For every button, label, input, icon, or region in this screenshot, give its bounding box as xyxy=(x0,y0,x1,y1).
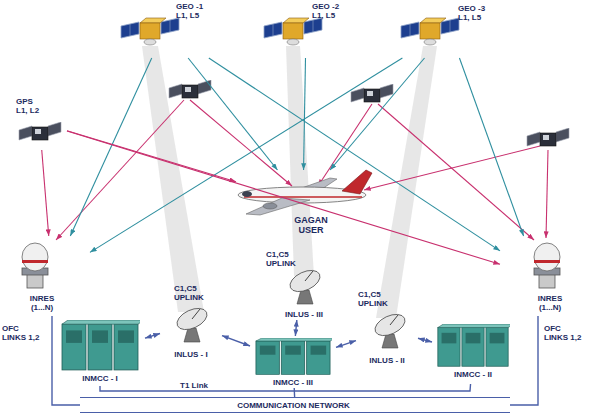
node-label: C1,C5 UPLINK xyxy=(358,290,398,308)
node-label: C1,C5 UPLINK xyxy=(266,250,306,268)
control-centre-node: INMCC - II xyxy=(432,322,514,384)
control-centre-node: INMCC - III xyxy=(250,336,336,388)
node-label: GPS xyxy=(16,97,56,106)
link-label: T1 Link xyxy=(180,381,240,390)
node-label: GEO -1 xyxy=(176,2,210,11)
gps-satellite xyxy=(527,128,569,146)
control-centre-node: INMCC - I xyxy=(55,318,145,386)
link-label: OFC LINKS 1,2 xyxy=(2,324,44,342)
aircraft xyxy=(238,170,372,215)
uplink-dish xyxy=(287,266,324,304)
ground-link xyxy=(336,341,356,348)
node-label: INLUS - III xyxy=(274,310,334,319)
geo-satellite xyxy=(121,18,179,45)
network-band: COMMUNICATION NETWORK xyxy=(80,397,510,413)
reference-station xyxy=(22,243,48,288)
node-label: INRES (1...N) xyxy=(18,294,66,312)
node-label: C1,C5 UPLINK xyxy=(174,284,214,302)
gps-signal xyxy=(364,146,540,190)
geo-satellite-node: GEO -3L1, L5 xyxy=(398,0,500,58)
ground-link xyxy=(52,316,80,405)
node-label: INMCC - III xyxy=(250,378,336,387)
ground-link xyxy=(294,388,296,397)
ground-link xyxy=(510,316,538,405)
link-label: OFC LINKS 1,2 xyxy=(544,324,586,342)
signal-link xyxy=(67,131,500,264)
uplink-dish xyxy=(174,304,211,342)
ground-link xyxy=(295,320,296,336)
aircraft-wing xyxy=(246,198,310,215)
signal-link xyxy=(188,58,277,170)
node-label: L1, L5 xyxy=(458,13,498,22)
uplink-station-node: C1,C5 UPLINK INLUS - II xyxy=(356,290,418,370)
geo-satellite-node: GEO -2L1, L5 xyxy=(262,0,350,58)
reference-station-node: INRES (1...N) xyxy=(500,236,576,316)
ground-link xyxy=(418,338,432,342)
control-centre-rack xyxy=(438,324,514,366)
node-label: INLUS - II xyxy=(356,356,418,365)
gps-signal xyxy=(546,150,548,238)
geo-satellite xyxy=(401,18,459,45)
geo-satellite xyxy=(264,18,322,45)
node-label: COMMUNICATION NETWORK xyxy=(80,401,507,410)
signal-link xyxy=(90,58,402,252)
node-label: L1, L2 xyxy=(16,106,56,115)
signal-link xyxy=(70,58,151,236)
ground-link xyxy=(222,336,250,346)
signal-link xyxy=(330,58,425,170)
gps-satellite-node: GPSL1, L2 xyxy=(12,95,67,150)
node-label: GEO -2 xyxy=(312,2,348,11)
control-centre-rack xyxy=(62,320,144,370)
uplink-beam xyxy=(286,46,314,276)
node-label: INRES (1...N) xyxy=(526,294,574,312)
gps-signal xyxy=(56,100,184,240)
uplink-station-node: C1,C5 UPLINK INLUS - I xyxy=(160,284,222,364)
node-label: INMCC - II xyxy=(432,370,514,379)
uplink-dish xyxy=(372,310,409,348)
signal-link xyxy=(209,58,500,251)
signal-link xyxy=(459,58,523,236)
ground-link xyxy=(145,334,160,339)
aircraft-cockpit xyxy=(242,191,252,197)
node-label: L1, L5 xyxy=(176,11,210,20)
aircraft-stripe xyxy=(244,196,362,197)
user-aircraft-node: GAGAN USER xyxy=(236,170,370,234)
signal-link xyxy=(42,150,49,236)
reference-station xyxy=(534,243,560,288)
node-label: L1, L5 xyxy=(312,11,348,20)
gps-satellite xyxy=(19,122,61,140)
uplink-station-node: C1,C5 UPLINK INLUS - III xyxy=(266,250,334,320)
signal-link xyxy=(304,58,306,170)
node-label: INLUS - I xyxy=(160,350,222,359)
aircraft-tail xyxy=(342,170,372,194)
geo-satellite-node: GEO -1L1, L5 xyxy=(120,0,210,58)
aircraft-engine xyxy=(263,203,277,209)
reference-station-node: INRES (1...N) xyxy=(14,236,90,316)
node-label: GEO -3 xyxy=(458,4,498,13)
node-label: GAGAN USER xyxy=(286,215,336,235)
gps-signal xyxy=(378,104,534,240)
control-centre-rack xyxy=(256,338,336,374)
gps-satellite xyxy=(169,80,211,98)
node-label: INMCC - I xyxy=(55,374,145,383)
